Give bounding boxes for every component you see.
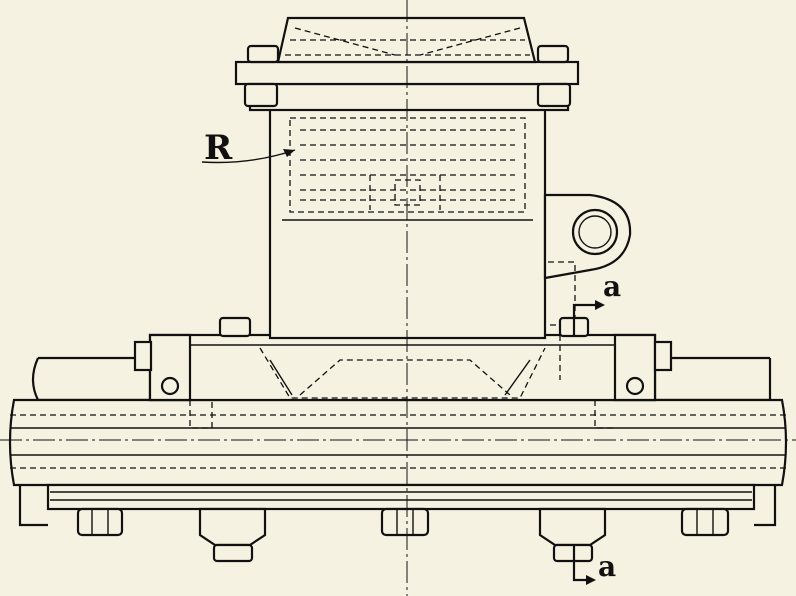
arrow-head-icon xyxy=(595,300,605,310)
main-rail xyxy=(8,398,788,487)
label-a-bottom: a xyxy=(598,550,617,583)
label-r: R xyxy=(204,128,233,168)
base-bracket xyxy=(133,316,673,429)
side-lug xyxy=(543,193,632,318)
bottom-bolts xyxy=(76,507,730,563)
section-arrow-top xyxy=(572,303,600,335)
arrow-head-icon xyxy=(283,149,295,157)
label-a-top: a xyxy=(603,270,622,303)
section-arrow-bottom xyxy=(572,545,590,582)
top-flange xyxy=(234,16,580,112)
arrow-head-icon xyxy=(586,575,596,585)
